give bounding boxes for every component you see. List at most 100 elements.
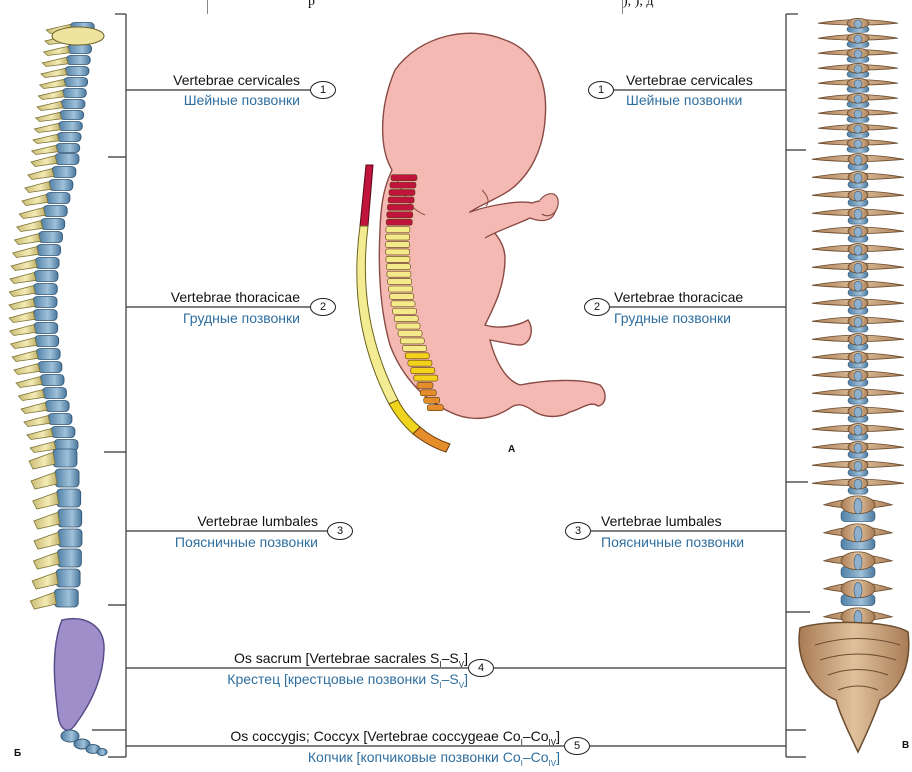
left-label-latin-2: Vertebrae thoracicae — [171, 289, 300, 305]
spinous-process-tip — [854, 479, 862, 489]
spinous-process-tip — [854, 125, 862, 133]
spinous-process — [36, 112, 62, 121]
spinous-process — [34, 123, 60, 132]
spinous-process-tip — [854, 461, 862, 471]
vertebral-body — [56, 569, 80, 587]
vertebral-body — [42, 388, 66, 399]
vertebral-body — [37, 245, 61, 256]
fetal-vertebra — [405, 353, 429, 359]
spinous-process-tip — [854, 554, 862, 570]
spinous-process — [27, 429, 53, 440]
spinous-process-tip — [854, 35, 862, 43]
spinous-process — [30, 592, 56, 609]
vertebral-body — [55, 154, 79, 165]
right-label-russian-1: Шейные позвонки — [626, 92, 742, 108]
label-russian-4-end: ] — [464, 671, 468, 687]
vertebral-body — [58, 122, 82, 131]
spinous-process — [28, 169, 54, 180]
spinous-process — [41, 68, 67, 77]
vertebral-body — [41, 219, 65, 230]
spinous-process-tip — [854, 443, 862, 453]
spinous-process-tip — [854, 95, 862, 103]
spinous-process-tip — [854, 173, 862, 183]
spinous-process — [30, 442, 56, 453]
fetal-vertebra — [391, 175, 417, 181]
vertebral-body — [46, 193, 70, 204]
right-label-russian-3: Поясничные позвонки — [601, 534, 744, 550]
figure-letter-v: В — [902, 740, 909, 751]
label-russian-4-mid: –S — [442, 671, 459, 687]
fetal-vertebra — [394, 316, 418, 322]
left-label-latin-3: Vertebrae lumbales — [197, 513, 318, 529]
spinous-process — [33, 552, 59, 569]
spinous-process — [10, 273, 36, 284]
spinous-process-tip — [854, 335, 862, 345]
spinous-process — [34, 532, 60, 549]
vertebral-body — [40, 375, 64, 386]
right-label-latin-1: Vertebrae cervicales — [626, 72, 753, 88]
left-label-latin-1: Vertebrae cervicales — [173, 72, 300, 88]
fetal-vertebra — [387, 212, 413, 218]
fetal-vertebra — [398, 331, 422, 337]
lateral-spine-view — [9, 23, 104, 610]
vertebral-body — [58, 509, 82, 527]
coccyx-lateral — [61, 730, 107, 756]
label-latin-4-mid: –S — [442, 650, 459, 666]
spinous-process — [14, 364, 40, 375]
sacrum-lateral — [54, 619, 104, 730]
spinous-process — [9, 312, 35, 323]
vertebral-body — [52, 167, 76, 178]
fetal-vertebra — [390, 182, 416, 188]
fetal-vertebra — [396, 323, 420, 329]
spinous-process — [17, 221, 43, 232]
label-russian-4-text: Крестец [крестцовые позвонки S — [227, 671, 439, 687]
vertebral-body — [58, 529, 82, 547]
spinous-process — [9, 299, 35, 310]
spinous-process — [32, 572, 58, 589]
spinous-process — [9, 286, 35, 297]
vertebral-body — [35, 258, 59, 269]
fetal-vertebra — [424, 397, 440, 403]
label-russian-5-mid: –Co — [523, 749, 549, 765]
vertebral-body — [62, 89, 86, 98]
spinous-process — [40, 79, 66, 88]
vertebral-body — [34, 323, 58, 334]
vertebral-body — [68, 45, 92, 54]
right-label-latin-3: Vertebrae lumbales — [601, 513, 722, 529]
spinous-process — [33, 134, 59, 143]
spinous-process-tip — [854, 317, 862, 327]
fetal-vertebra — [393, 308, 417, 314]
fetal-vertebra — [389, 190, 415, 196]
spinous-process-tip — [854, 245, 862, 255]
figure-letter-b: Б — [14, 748, 21, 759]
spinous-process — [33, 492, 59, 509]
posterior-spine-view — [812, 18, 904, 633]
right-region-number-badge-1: 1 — [588, 81, 614, 99]
spinous-process — [19, 208, 45, 219]
vertebral-body — [60, 111, 84, 120]
right-region-number-badge-2: 2 — [584, 298, 610, 316]
spinous-process-tip — [854, 80, 862, 88]
fetal-vertebra — [388, 279, 412, 285]
label-russian-5: Копчик [копчиковые позвонки CoI–CoIV] — [308, 749, 560, 772]
spinous-process-tip — [854, 155, 862, 165]
spinous-process-tip — [854, 281, 862, 291]
spinous-process-tip — [854, 353, 862, 363]
left-label-russian-1: Шейные позвонки — [184, 92, 300, 108]
label-russian-5-text: Копчик [копчиковые позвонки Co — [308, 749, 521, 765]
label-latin-4: Os sacrum [Vertebrae sacrales SI–SV] — [234, 650, 468, 673]
fetal-vertebra — [386, 234, 410, 240]
spinous-process-tip — [854, 191, 862, 201]
spinous-process — [29, 452, 55, 469]
spinous-process-tip — [854, 498, 862, 514]
spinous-process — [11, 260, 37, 271]
fetal-vertebra — [388, 197, 414, 203]
label-russian-4: Крестец [крестцовые позвонки SI–SV] — [227, 671, 468, 694]
vertebral-body — [57, 133, 81, 142]
fetal-vertebra — [386, 227, 410, 233]
spinous-process — [31, 472, 57, 489]
left-label-russian-2: Грудные позвонки — [183, 310, 300, 326]
vertebral-body — [33, 284, 57, 295]
left-label-russian-3: Поясничные позвонки — [175, 534, 318, 550]
spinous-process — [12, 351, 38, 362]
